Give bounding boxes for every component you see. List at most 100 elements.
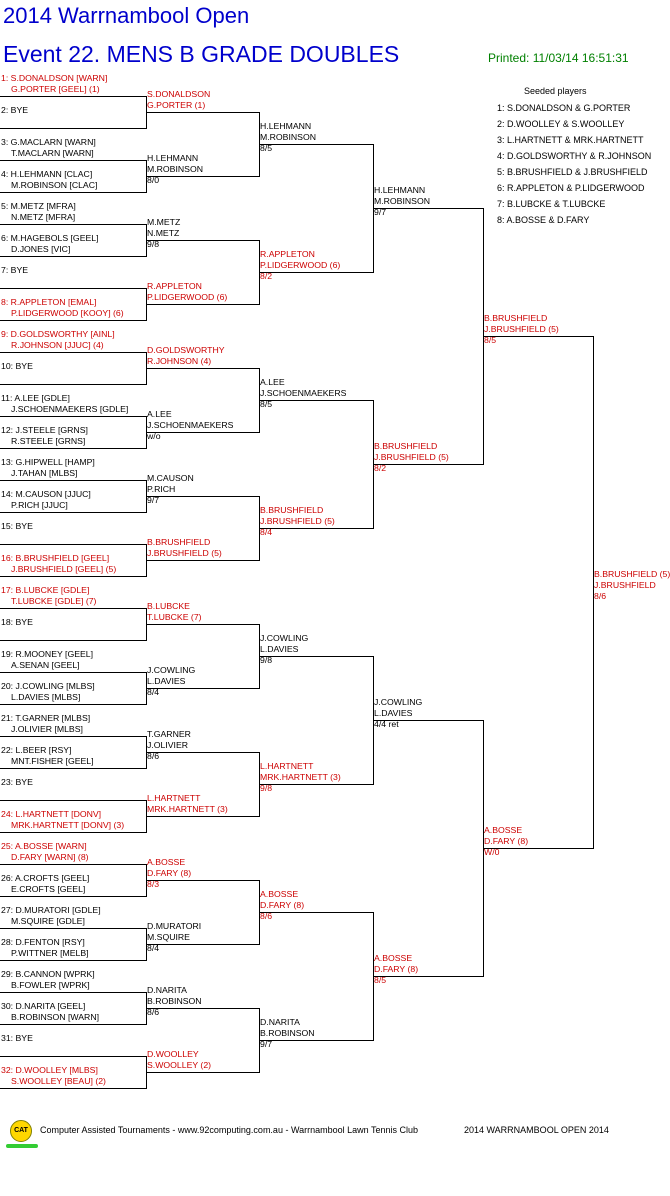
bracket-line — [373, 976, 484, 977]
bracket-line — [0, 288, 147, 289]
match-player2: R.JOHNSON (4) — [147, 356, 212, 366]
match-player2: J.BRUSHFIELD — [594, 580, 656, 590]
bracket-line — [0, 224, 147, 225]
draw-entry-line1: 16: B.BRUSHFIELD [GEEL] — [1, 553, 110, 563]
match-player2: MRK.HARTNETT (3) — [260, 772, 341, 782]
match-score: 8/5 — [374, 975, 387, 985]
draw-entry-line2: M.SQUIRE [GDLE] — [11, 916, 85, 926]
draw-entry-line1: 12: J.STEELE [GRNS] — [1, 425, 88, 435]
seed-entry: 7: B.LUBCKE & T.LUBCKE — [497, 199, 606, 209]
bracket-line — [0, 896, 147, 897]
bracket-line — [259, 144, 374, 145]
bracket-line — [146, 112, 260, 113]
bracket-line — [0, 640, 147, 641]
match-score: 8/2 — [374, 463, 387, 473]
bracket-line — [259, 656, 374, 657]
match-player1: D.MURATORI — [147, 921, 202, 931]
bracket-line — [0, 416, 147, 417]
draw-entry-line1: 29: B.CANNON [WPRK] — [1, 969, 95, 979]
draw-entry-line2: B.FOWLER [WPRK] — [11, 980, 90, 990]
draw-entry-line2: MRK.HARTNETT [DONV] (3) — [11, 820, 125, 830]
draw-entry-line2: B.ROBINSON [WARN] — [11, 1012, 100, 1022]
match-player1: B.BRUSHFIELD (5) — [594, 569, 670, 579]
match-player1: D.GOLDSWORTHY — [147, 345, 225, 355]
seed-entry: 6: R.APPLETON & P.LIDGERWOOD — [497, 183, 645, 193]
bracket-line — [259, 784, 374, 785]
match-score: 8/3 — [147, 879, 160, 889]
match-player2: G.PORTER (1) — [147, 100, 206, 110]
match-score: 8/0 — [147, 175, 160, 185]
draw-entry-line2: N.METZ [MFRA] — [11, 212, 76, 222]
match-player2: M.ROBINSON — [374, 196, 430, 206]
match-score: 9/7 — [147, 495, 160, 505]
bracket-line — [146, 752, 260, 753]
match-player1: A.BOSSE — [374, 953, 413, 963]
match-score: 8/5 — [260, 399, 273, 409]
match-player2: P.LIDGERWOOD (6) — [147, 292, 228, 302]
bracket-line — [0, 512, 147, 513]
match-player2: B.ROBINSON — [147, 996, 202, 1006]
match-player2: J.SCHOENMAEKERS — [260, 388, 347, 398]
bracket-line — [0, 832, 147, 833]
match-score: 4/4 ret — [374, 719, 399, 729]
match-player1: S.DONALDSON — [147, 89, 211, 99]
draw-entry-line1: 28: D.FENTON [RSY] — [1, 937, 85, 947]
bracket-line — [0, 992, 147, 993]
match-score: 8/6 — [260, 911, 273, 921]
draw-entry-line2: D.JONES [VIC] — [11, 244, 71, 254]
match-player2: J.BRUSHFIELD (5) — [147, 548, 222, 558]
match-player2: D.FARY (8) — [260, 900, 305, 910]
bracket-line — [0, 1088, 147, 1089]
draw-entry-line1: 8: R.APPLETON [EMAL] — [1, 297, 97, 307]
cat-logo-icon: CAT — [10, 1120, 32, 1142]
draw-entry-line1: 9: D.GOLDSWORTHY [AINL] — [1, 329, 115, 339]
bracket-line — [0, 672, 147, 673]
match-player2: J.BRUSHFIELD (5) — [374, 452, 449, 462]
match-player2: B.ROBINSON — [260, 1028, 315, 1038]
match-player2: P.RICH — [147, 484, 176, 494]
match-player1: M.METZ — [147, 217, 181, 227]
draw-entry-line2: P.WITTNER [MELB] — [11, 948, 89, 958]
footer-event: 2014 WARRNAMBOOL OPEN 2014 — [464, 1125, 609, 1135]
match-player2: M.ROBINSON — [260, 132, 316, 142]
match-player2: D.FARY (8) — [374, 964, 419, 974]
match-score: 9/8 — [260, 655, 273, 665]
bracket-line — [146, 560, 260, 561]
bracket-line — [0, 1024, 147, 1025]
match-player2: J.BRUSHFIELD (5) — [484, 324, 559, 334]
match-player1: D.WOOLLEY — [147, 1049, 199, 1059]
match-player1: J.COWLING — [374, 697, 423, 707]
match-player2: L.DAVIES — [374, 708, 413, 718]
draw-entry-line2: R.JOHNSON [JJUC] (4) — [11, 340, 104, 350]
match-player2: L.DAVIES — [147, 676, 186, 686]
bracket-line — [0, 320, 147, 321]
bracket-line — [483, 336, 594, 337]
match-player1: B.BRUSHFIELD — [147, 537, 211, 547]
match-player1: L.HARTNETT — [147, 793, 201, 803]
draw-entry-line1: 15: BYE — [1, 521, 33, 531]
seed-entry: 3: L.HARTNETT & MRK.HARTNETT — [497, 135, 644, 145]
bracket-line — [0, 384, 147, 385]
bracket-line — [146, 944, 260, 945]
match-player1: B.BRUSHFIELD — [484, 313, 548, 323]
bracket-line — [0, 928, 147, 929]
match-player2: J.SCHOENMAEKERS — [147, 420, 234, 430]
bracket-line — [373, 208, 484, 209]
bracket-line — [0, 960, 147, 961]
bracket-line — [0, 576, 147, 577]
match-score: W/0 — [484, 847, 500, 857]
seed-entry: 8: A.BOSSE & D.FARY — [497, 215, 590, 225]
match-player2: M.SQUIRE — [147, 932, 190, 942]
bracket-line — [259, 912, 374, 913]
bracket-line — [0, 448, 147, 449]
bracket-line — [373, 720, 484, 721]
bracket-line — [146, 496, 260, 497]
draw-entry-line1: 7: BYE — [1, 265, 29, 275]
bracket-line — [146, 624, 260, 625]
draw-entry-line1: 24: L.HARTNETT [DONV] — [1, 809, 102, 819]
match-score: w/o — [147, 431, 161, 441]
match-player1: D.NARITA — [260, 1017, 300, 1027]
bracket-line — [483, 848, 594, 849]
bracket-line — [0, 160, 147, 161]
bracket-line — [0, 192, 147, 193]
